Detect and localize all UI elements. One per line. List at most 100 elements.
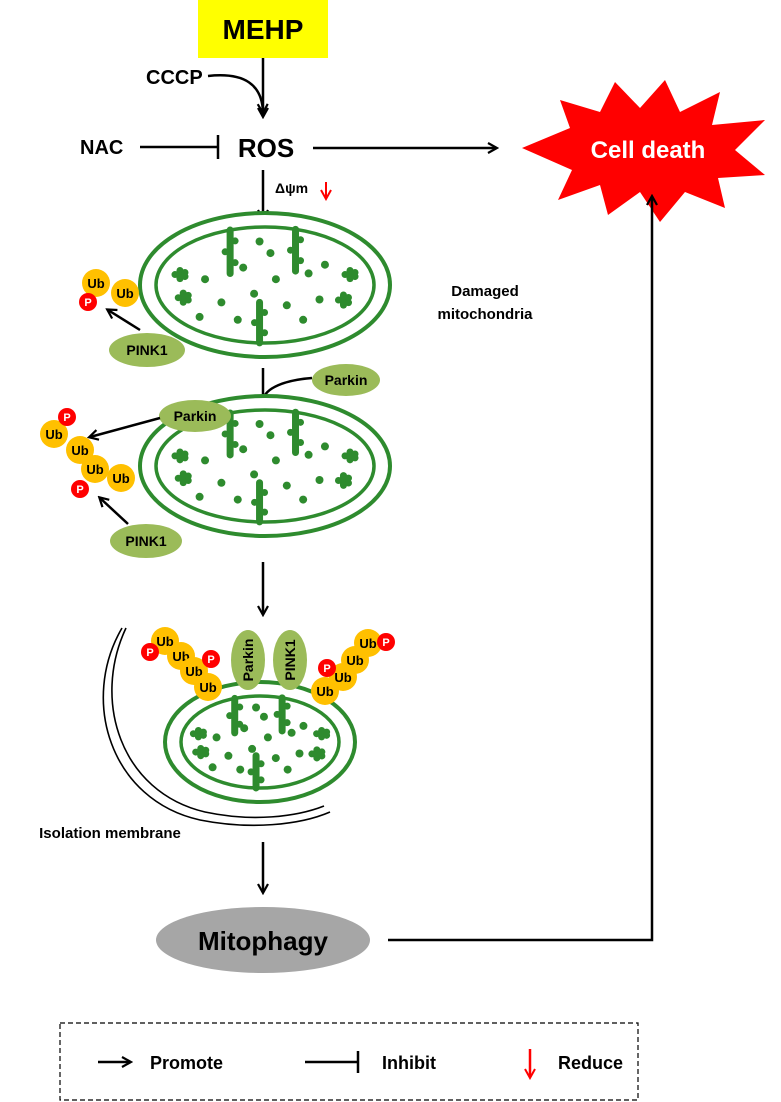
delta-psi-label: Δψm [275,180,308,196]
ubiquitin: Ub [66,436,94,464]
crista-knob [184,291,192,299]
phospho-label: P [207,654,214,666]
matrix-granule [201,456,210,465]
crista-knob [226,712,234,720]
matrix-granule [239,263,248,272]
crista-knob [283,702,291,710]
crista-knob [257,776,265,784]
outer-membrane [138,211,392,359]
crista-knob [308,750,316,758]
damaged-mitochondria-label-2: mitochondria [437,306,533,323]
parkin-label: Parkin [325,372,368,388]
matrix-granule [304,450,313,459]
cccp-promote-arrow [207,74,263,112]
mitophagy-node [156,907,370,973]
crista-knob [192,748,200,756]
crista-knob [189,730,197,738]
crista-knob [297,418,305,426]
matrix-granule [224,751,233,760]
matrix-granule [299,495,308,504]
ubiquitin-label: Ub [86,462,103,477]
ubiquitin: Ub [81,455,109,483]
matrix-granule [217,478,226,487]
matrix-granule [263,733,272,742]
ubiquitin-circle [82,269,110,297]
crista-knob [341,452,349,460]
pink1-ellipse [109,333,185,367]
matrix-granule [315,295,324,304]
crista-knob [344,474,352,482]
crista-knob [313,730,321,738]
matrix-granule [201,275,210,284]
pink1-ellipse [110,524,182,558]
crista-knob [273,710,281,718]
phospho-label: P [84,297,91,309]
phospho-group: P [58,408,76,426]
pink1: PINK1 [109,333,185,367]
matrix-granule [217,298,226,307]
matrix-granule [240,724,249,733]
parkin: Parkin [312,364,380,396]
matrix-granule [259,712,268,721]
ubiquitin-circle [81,455,109,483]
ubiquitin: Ub [194,673,222,701]
ubiquitin: Ub [107,464,135,492]
crista-knob [344,479,352,487]
matrix-granule [320,442,329,451]
pink1: PINK1 [110,524,182,558]
crista-knob [261,508,269,516]
crista-knob [351,273,359,281]
mitophagy-to-cell-death-arrow [388,197,652,942]
ubiquitin-label: Ub [45,427,62,442]
mehp-box [198,0,328,58]
matrix-granule [248,744,257,753]
pink1-phosphorylation-arrow [108,310,141,332]
parkin-ellipse [312,364,380,396]
ubiquitin-circle [107,464,135,492]
crista-knob [261,308,269,316]
cccp-label: CCCP [146,67,203,89]
crista-knob [231,259,239,267]
matrix-granule [212,733,221,742]
matrix-granule [252,703,261,712]
crista-knob [236,703,244,711]
phospho-circle [79,293,97,311]
matrix-granule [266,431,275,440]
pink1-phosphorylation-arrow [100,498,129,525]
ubiquitin-label: Ub [346,653,363,668]
crista-knob [257,760,265,768]
mitophagy-label: Mitophagy [198,926,329,956]
crista-knob [199,731,207,739]
phospho-circle [318,659,336,677]
matrix-granule [208,763,217,772]
legend-box [59,1022,639,1101]
matrix-granule [271,754,280,763]
crista-knob [221,248,229,256]
parkin-ellipse [231,630,265,690]
matrix-granule [233,315,242,324]
pink1-ellipse [273,630,307,690]
parkin-ellipse [159,400,231,432]
matrix-granule [250,470,259,479]
matrix-granule [233,495,242,504]
ubiquitin-label: Ub [199,680,216,695]
crista-knob [231,440,239,448]
phospho-label: P [323,663,330,675]
inner-membrane [154,408,376,524]
inner-membrane [154,225,376,345]
ubiquitin-label: Ub [156,634,173,649]
ubiquitin-label: Ub [87,276,104,291]
ubiquitin-circle [311,677,339,705]
phospho-circle [377,633,395,651]
crista-knob [261,489,269,497]
crista-knob [247,768,255,776]
matrix-granule [195,492,204,501]
crista-knob [181,273,189,281]
phospho-label: P [382,637,389,649]
ubiquitin-circle [111,279,139,307]
ubiquitin: Ub [311,677,339,705]
damaged-mitochondria-label-1: Damaged [451,283,519,300]
matrix-granule [282,301,291,310]
matrix-granule [271,275,280,284]
